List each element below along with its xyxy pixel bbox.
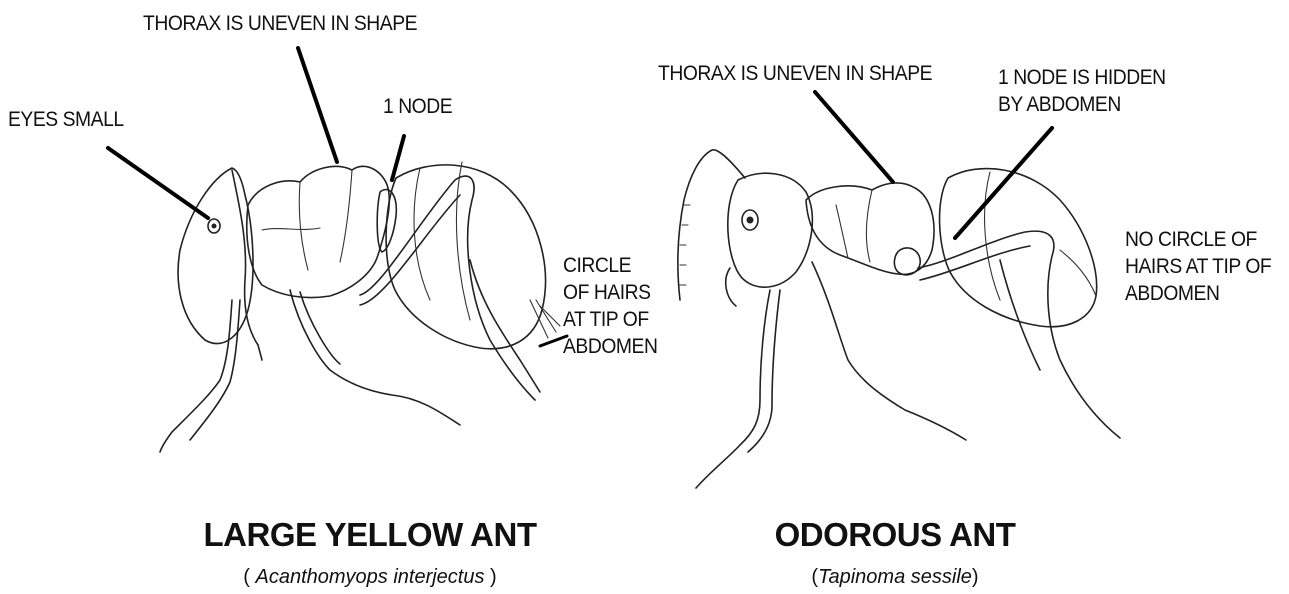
right-ant-abdomen bbox=[940, 169, 1097, 327]
right-ant-middle-leg bbox=[812, 262, 966, 440]
left-hairs-label: CIRCLE OF HAIRS AT TIP OF ABDOMEN bbox=[563, 252, 657, 360]
right-scientific-name: (Tapinoma sessile) bbox=[730, 566, 1060, 589]
left-eyes-pointer bbox=[108, 148, 208, 218]
large-yellow-ant-drawing bbox=[160, 162, 560, 452]
right-ant-hidden-node bbox=[894, 248, 920, 275]
right-species-title: ODOROUS ANT bbox=[730, 516, 1060, 554]
left-ant-front-leg bbox=[160, 300, 232, 452]
left-ant-thorax bbox=[247, 166, 390, 297]
odorous-ant-drawing bbox=[678, 150, 1120, 488]
right-scientific-name-text: Tapinoma sessile bbox=[818, 566, 972, 588]
right-node-pointer bbox=[955, 128, 1052, 238]
left-ant-head bbox=[178, 168, 253, 343]
right-ant-head bbox=[728, 173, 813, 287]
right-node-label: 1 NODE IS HIDDEN BY ABDOMEN bbox=[998, 64, 1166, 118]
left-scientific-name: ( Acanthomyops interjectus ) bbox=[190, 566, 550, 589]
right-hairs-label: NO CIRCLE OF HAIRS AT TIP OF ABDOMEN bbox=[1125, 226, 1271, 307]
right-thorax-label: THORAX IS UNEVEN IN SHAPE bbox=[658, 60, 932, 87]
left-thorax-pointer bbox=[298, 48, 337, 162]
left-ant-antenna bbox=[232, 170, 262, 360]
left-eyes-label: EYES SMALL bbox=[8, 106, 124, 133]
right-ant-front-leg bbox=[696, 290, 770, 488]
left-node-pointer bbox=[392, 136, 404, 180]
right-ant-hind-leg bbox=[918, 231, 1120, 438]
right-thorax-pointer bbox=[815, 92, 893, 182]
left-scientific-name-text: Acanthomyops interjectus bbox=[255, 566, 484, 588]
left-ant-middle-leg bbox=[290, 290, 460, 425]
left-species-title: LARGE YELLOW ANT bbox=[190, 516, 550, 554]
left-thorax-label: THORAX IS UNEVEN IN SHAPE bbox=[143, 10, 417, 37]
left-node-label: 1 NODE bbox=[383, 93, 452, 120]
